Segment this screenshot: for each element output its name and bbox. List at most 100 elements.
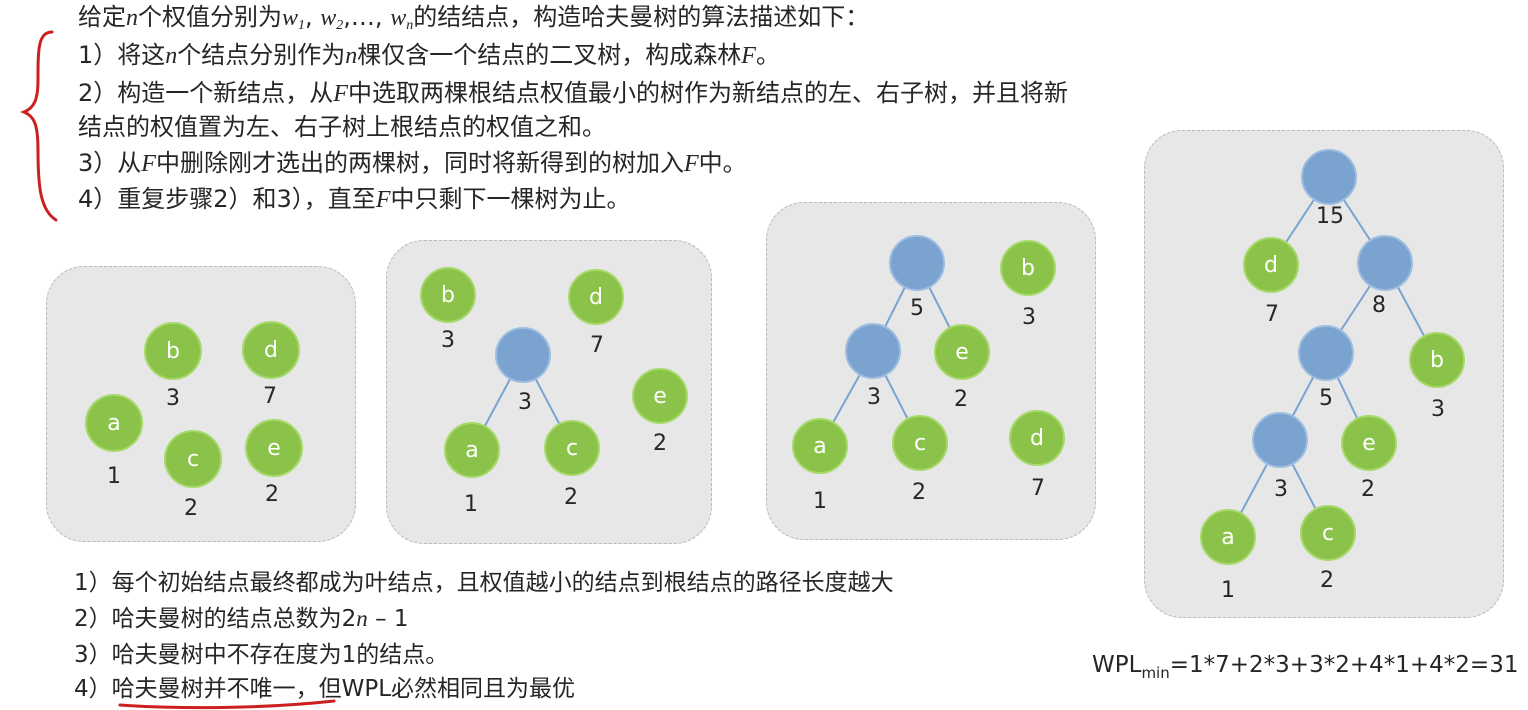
weight-label: 5 [910, 296, 924, 321]
step-3: 3）从F中删除刚才选出的两棵树，同时将新得到的树加入F中。 [78, 148, 747, 179]
internal-node [1357, 235, 1413, 291]
node-d: d [242, 321, 300, 379]
weight-label: 3 [166, 386, 180, 411]
internal-node [495, 327, 551, 383]
weight-label: 7 [1265, 302, 1279, 327]
wpl-label: WPL [1092, 652, 1142, 678]
weight-label: 8 [1372, 293, 1386, 318]
var-w: w [282, 5, 299, 31]
node-e: e [934, 324, 990, 380]
var-f: F [741, 43, 756, 69]
wpl-expression: =1*7+2*3+3*2+4*1+4*2=31 [1169, 652, 1519, 678]
weight-label: 2 [184, 496, 198, 521]
wpl-subscript: min [1141, 664, 1170, 682]
weight-label: 2 [564, 485, 578, 510]
weight-label: 5 [1319, 386, 1333, 411]
var-f: F [683, 151, 699, 177]
weight-label: 3 [1022, 305, 1036, 330]
weight-label: 3 [1431, 397, 1445, 422]
node-e: e [632, 368, 688, 424]
weight-label: 1 [464, 492, 478, 517]
node-a: a [85, 394, 143, 452]
property-text: 2）哈夫曼树的结点总数为2 [74, 606, 357, 632]
step-text: 中选取两棵根结点权值最小的树作为新结点的左、右子树，并且将新 [347, 79, 1068, 107]
weight-label: 7 [1031, 476, 1045, 501]
step-2-cont: 结点的权值置为左、右子树上根结点的权值之和。 [78, 113, 606, 141]
step-text: 2）构造一个新结点，从 [78, 79, 334, 107]
weight-label: 7 [590, 333, 604, 358]
var-f: F [141, 151, 156, 177]
var-f: F [333, 81, 348, 107]
weight-label: 2 [912, 480, 926, 505]
var-n: n [356, 606, 368, 631]
step-text: 中。 [698, 149, 747, 177]
var-n: n [345, 43, 358, 69]
step-text: 个结点分别作为 [177, 41, 346, 69]
step-text: 4）重复步骤2）和3），直至 [78, 185, 376, 213]
weight-label: 7 [263, 384, 277, 409]
root-node [1301, 149, 1357, 205]
step-4: 4）重复步骤2）和3），直至F中只剩下一棵树为止。 [78, 184, 630, 215]
node-b: b [1409, 332, 1465, 388]
intro-text: , [305, 3, 321, 31]
node-c: c [892, 415, 948, 471]
intro-text: ,…, [343, 3, 391, 31]
weight-label: 1 [1221, 578, 1235, 603]
node-b: b [1000, 240, 1056, 296]
weight-label: 3 [441, 328, 455, 353]
property-2: 2）哈夫曼树的结点总数为2n – 1 [74, 604, 409, 634]
node-a: a [792, 418, 848, 474]
node-a: a [444, 422, 500, 478]
weight-label: 2 [265, 482, 279, 507]
intro-line-0: 给定n个权值分别为w1, w2,…, wn的结结点，构造哈夫曼树的算法描述如下： [78, 2, 869, 41]
node-b: b [144, 322, 202, 380]
step-text: 3）从 [78, 149, 142, 177]
step-2: 2）构造一个新结点，从F中选取两棵根结点权值最小的树作为新结点的左、右子树，并且… [78, 78, 1068, 109]
intro-text: 的结结点，构造哈夫曼树的算法描述如下： [413, 3, 870, 31]
var-w: w [390, 5, 407, 31]
internal-node [845, 323, 901, 379]
weight-label: 1 [107, 464, 121, 489]
internal-node [1252, 412, 1308, 468]
property-3: 3）哈夫曼树中不存在度为1的结点。 [74, 642, 449, 668]
intro-text: 个权值分别为 [138, 3, 282, 31]
subscript: 2 [336, 18, 344, 33]
property-1: 1）每个初始结点最终都成为叶结点，且权值越小的结点到根结点的路径长度越大 [74, 570, 894, 596]
internal-node [1298, 325, 1354, 381]
node-c: c [1300, 505, 1356, 561]
weight-label: 3 [867, 385, 881, 410]
node-c: c [164, 430, 222, 488]
weight-label: 2 [1361, 477, 1375, 502]
weight-label: 3 [1274, 477, 1288, 502]
step-text: 中只剩下一棵树为止。 [390, 185, 631, 213]
wpl-formula: WPLmin=1*7+2*3+3*2+4*1+4*2=31 [1092, 652, 1518, 682]
step-1: 1）将这n个结点分别作为n棵仅含一个结点的二叉树，构成森林F。 [78, 40, 780, 71]
subscript: n [406, 18, 414, 33]
intro-text: 给定 [78, 3, 126, 31]
node-d: d [568, 269, 624, 325]
node-e: e [245, 419, 303, 477]
node-c: c [544, 420, 600, 476]
step-text: 。 [755, 41, 780, 69]
subscript: 1 [298, 18, 306, 33]
property-text: – 1 [367, 606, 409, 632]
weight-label: 15 [1316, 204, 1344, 229]
node-d: d [1243, 237, 1299, 293]
node-a: a [1200, 509, 1256, 565]
internal-node [889, 235, 945, 291]
node-d: d [1009, 410, 1065, 466]
weight-label: 2 [653, 431, 667, 456]
var-n: n [126, 5, 138, 31]
step-text: 1）将这 [78, 41, 166, 69]
var-w: w [320, 5, 337, 31]
weight-label: 2 [1320, 568, 1334, 593]
red-brace [19, 30, 58, 222]
property-4: 4）哈夫曼树并不唯一，但WPL必然相同且为最优 [74, 676, 576, 702]
var-f: F [375, 187, 391, 213]
weight-label: 3 [518, 390, 532, 415]
node-e: e [1341, 415, 1397, 471]
weight-label: 1 [813, 489, 827, 514]
weight-label: 2 [954, 387, 968, 412]
step-text: 中删除刚才选出的两棵树，同时将新得到的树加入 [155, 149, 684, 177]
step-text: 棵仅含一个结点的二叉树，构成森林 [357, 41, 742, 69]
